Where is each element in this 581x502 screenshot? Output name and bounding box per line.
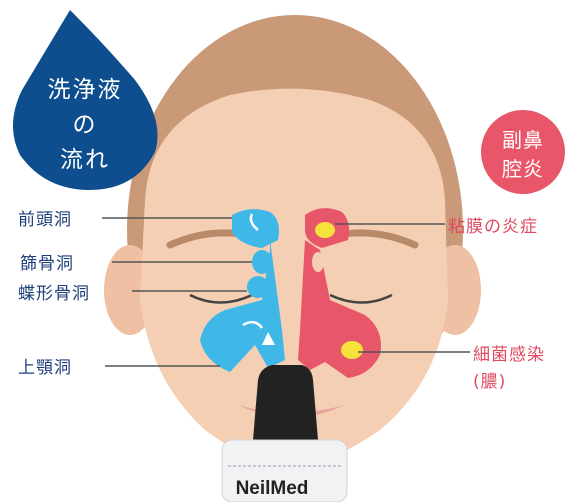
left-sinuses: [200, 209, 285, 372]
badge-line-1: 副鼻: [502, 128, 544, 152]
sinus-gap: [312, 252, 324, 272]
label-sphenoid-sinus: 蝶形骨洞: [18, 284, 90, 304]
neilmed-bottle: [221, 365, 348, 502]
label-pus: (膿): [473, 372, 507, 392]
label-maxillary-sinus: 上顎洞: [18, 358, 72, 378]
water-drop-icon: [12, 10, 158, 190]
flow-arrow-icon: [242, 320, 264, 329]
face: [140, 88, 448, 471]
label-mucosa-inflammation: 粘膜の炎症: [448, 217, 538, 237]
inflammation-spot: [315, 222, 335, 238]
drop-title-line-1: 洗浄液: [47, 77, 123, 103]
label-bacterial-infection: 細菌感染: [473, 345, 545, 365]
drop-title-line-2: の: [72, 112, 98, 138]
left-eye: [189, 293, 253, 304]
maxillary-sinus: [200, 240, 285, 372]
badge-line-2: 腔炎: [502, 157, 544, 181]
bottle-nozzle: [253, 365, 318, 440]
flow-arrow-icon: [262, 332, 275, 345]
infection-spot: [341, 341, 363, 359]
right-eye: [329, 293, 393, 304]
label-ethmoid-sinus: 篩骨洞: [20, 254, 74, 274]
ethmoid-sinus: [252, 250, 272, 274]
bottle-brand-text: NeilMed: [235, 478, 309, 499]
label-frontal-sinus: 前頭洞: [18, 210, 72, 230]
bottle-body: [221, 439, 348, 502]
leader-lines: [102, 217, 470, 367]
right-sinuses: [298, 208, 381, 378]
sinusitis-badge: [481, 110, 565, 194]
drop-title-line-3: 流れ: [60, 147, 110, 173]
inflamed-maxillary-sinus: [298, 240, 381, 378]
flow-arrow-icon: [249, 213, 259, 231]
